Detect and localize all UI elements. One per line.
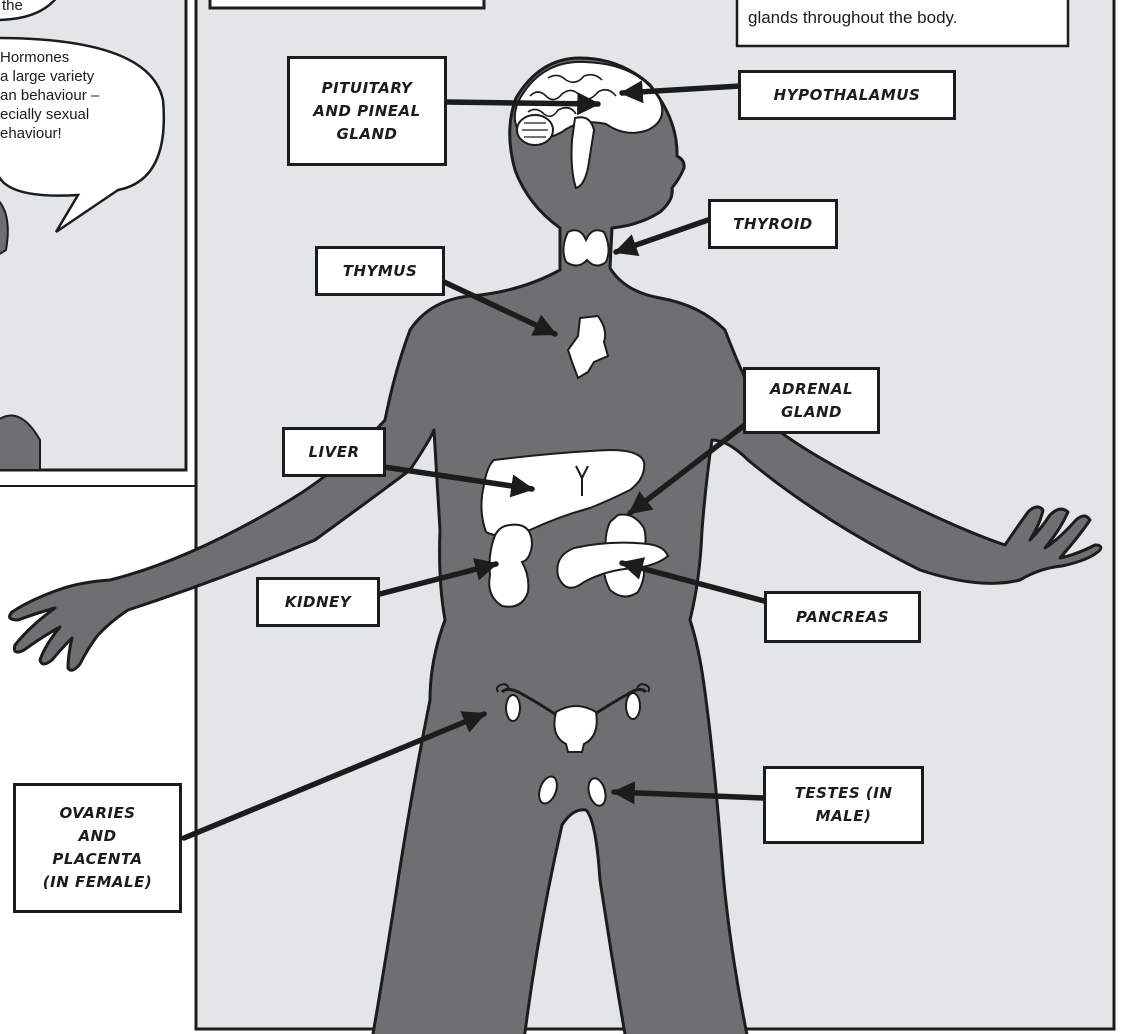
label-thymus: THYMUS bbox=[315, 246, 445, 296]
label-testes: TESTES (IN MALE) bbox=[763, 766, 924, 844]
label-kidney: KIDNEY bbox=[256, 577, 380, 627]
speech-bubble-top-text: the bbox=[2, 0, 23, 15]
label-adrenal-gland: ADRENAL GLAND bbox=[743, 367, 880, 434]
caption-text: glands throughout the body. bbox=[748, 8, 958, 28]
label-liver: LIVER bbox=[282, 427, 386, 477]
top-label-fragment bbox=[210, 0, 484, 8]
arrow-pituitary bbox=[446, 102, 598, 104]
label-thyroid: THYROID bbox=[708, 199, 838, 249]
label-hypothalamus: HYPOTHALAMUS bbox=[738, 70, 956, 120]
label-pancreas: PANCREAS bbox=[764, 591, 921, 643]
label-pituitary-pineal-gland: PITUITARY AND PINEAL GLAND bbox=[287, 56, 447, 166]
label-ovaries-placenta: OVARIES AND PLACENTA (IN FEMALE) bbox=[13, 783, 182, 913]
speech-bubble-text: Hormones a large variety an behaviour – … bbox=[0, 48, 160, 143]
